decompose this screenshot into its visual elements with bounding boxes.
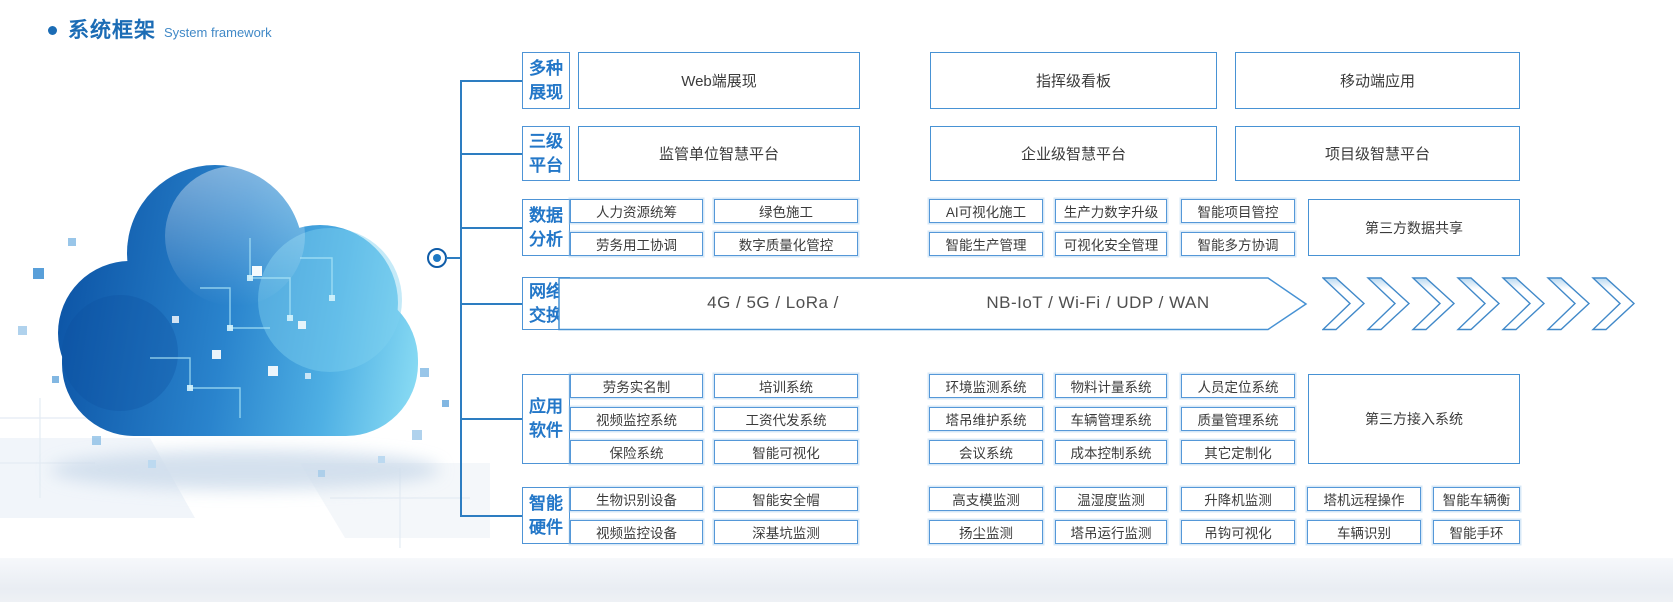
node-box: 培训系统 [714,374,858,398]
node-box: 成本控制系统 [1055,440,1167,464]
connector-branch-line [460,227,522,229]
chevron-arrows-icon [1322,277,1636,331]
network-arrow-shape [558,277,1308,331]
connector-dot-core [432,253,441,262]
node-box: 质量管理系统 [1181,407,1295,431]
node-box: 车辆识别 [1307,520,1421,544]
box-project-platform: 项目级智慧平台 [1235,126,1520,181]
node-box: 人员定位系统 [1181,374,1295,398]
connector-dot-line [446,257,460,259]
node-box: 人力资源统筹 [570,199,703,223]
bottom-gradient-band [0,558,1673,602]
node-box: 温湿度监测 [1055,487,1167,511]
page-title: 系统框架 [68,19,156,42]
node-box: 智能车辆衡 [1433,487,1520,511]
box-third-party-access: 第三方接入系统 [1308,374,1520,464]
connector-branch-line [460,418,522,420]
node-box: 工资代发系统 [714,407,858,431]
node-box: 智能可视化 [714,440,858,464]
category-label-display: 多种 展现 [522,52,570,109]
node-box: 数字质量化管控 [714,232,858,256]
connector-branch-line [460,515,522,517]
node-box: 智能多方协调 [1181,232,1295,256]
node-box: 劳务用工协调 [570,232,703,256]
box-command-dashboard: 指挥级看板 [930,52,1217,109]
node-box: 保险系统 [570,440,703,464]
node-box: 物料计量系统 [1055,374,1167,398]
bullet-icon [48,25,57,35]
node-box: 塔吊维护系统 [929,407,1043,431]
category-label-platform: 三级 平台 [522,126,570,181]
node-box: 可视化安全管理 [1055,232,1167,256]
node-box: 绿色施工 [714,199,858,223]
connector-branch-line [460,153,522,155]
node-box: 生物识别设备 [570,487,703,511]
node-box: 会议系统 [929,440,1043,464]
node-box: 塔吊运行监测 [1055,520,1167,544]
node-box: 塔机远程操作 [1307,487,1421,511]
node-box: AI可视化施工 [929,199,1043,223]
node-box: 车辆管理系统 [1055,407,1167,431]
connector-branch-line [460,303,522,305]
node-box: 高支模监测 [929,487,1043,511]
category-label-hardware: 智能 硬件 [522,487,570,544]
node-box: 升降机监测 [1181,487,1295,511]
node-box: 扬尘监测 [929,520,1043,544]
cloud-illustration [0,165,490,548]
page-subtitle: System framework [164,25,272,40]
node-box: 智能安全帽 [714,487,858,511]
network-text-1: 4G / 5G / LoRa / [707,293,839,312]
node-box: 视频监控设备 [570,520,703,544]
node-box: 吊钩可视化 [1181,520,1295,544]
page-header: 系统框架 System framework [48,14,272,44]
connector-trunk-line [460,80,462,516]
box-regulator-platform: 监管单位智慧平台 [578,126,860,181]
box-mobile-app: 移动端应用 [1235,52,1520,109]
node-box: 智能项目管控 [1181,199,1295,223]
category-label-data-analysis: 数据 分析 [522,199,570,256]
connector-dot [427,248,447,268]
connector-branch-line [460,80,522,82]
node-box: 环境监测系统 [929,374,1043,398]
node-box: 智能手环 [1433,520,1520,544]
node-box: 视频监控系统 [570,407,703,431]
node-box: 深基坑监测 [714,520,858,544]
box-web-display: Web端展现 [578,52,860,109]
node-box: 生产力数字升级 [1055,199,1167,223]
node-box: 智能生产管理 [929,232,1043,256]
box-third-party-data-share: 第三方数据共享 [1308,199,1520,256]
node-box: 劳务实名制 [570,374,703,398]
node-box: 其它定制化 [1181,440,1295,464]
box-enterprise-platform: 企业级智慧平台 [930,126,1217,181]
category-label-software: 应用 软件 [522,374,570,464]
network-text-2: NB-IoT / Wi-Fi / UDP / WAN [986,293,1210,312]
